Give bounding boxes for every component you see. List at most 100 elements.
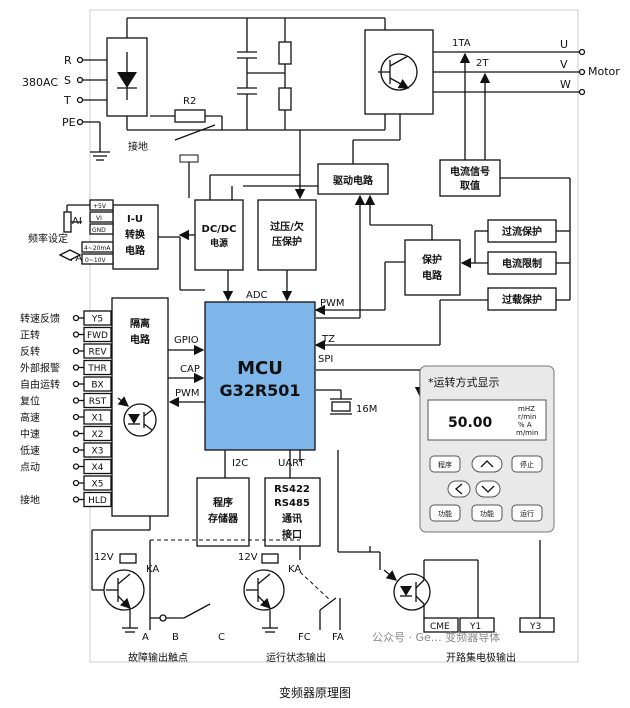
analog-input: AI 频率设定 PA +5V VI GND 4~20mA 0~10V [28,199,114,265]
relay2-ka: KA [288,564,301,575]
panel-screen [427,399,547,441]
pin-pa-range2: 0~10V [85,257,106,264]
relay1-pin-c: C [218,632,225,643]
digital-input-pin: X2 [92,430,104,440]
protect-line1: 保护 [421,253,442,266]
digital-input-label: 反转 [20,345,40,358]
spi-label: SPI [318,354,333,365]
panel-btn-stop[interactable] [511,455,543,473]
oc-caption: 开路集电极输出 [446,651,516,664]
panel-btn-program[interactable] [429,455,461,473]
bus-resistor-bottom [278,87,292,111]
current-signal-block [439,159,501,197]
digital-input-label: 中速 [20,428,40,441]
ct1-label: 1TA [452,38,471,49]
digital-input-terminal [72,347,80,355]
open-collector-output: CME Y1 Y3 开路集电极输出 [299,450,555,664]
gpio-label: GPIO [174,335,199,346]
digital-input-pin: X3 [92,447,104,457]
watermark-text: 公众号 · Ge… 变频器导体 [372,630,500,644]
phase-s-label: S [64,74,71,87]
overcurrent-protect-label: 过流保护 [502,225,542,238]
i2c-label: I2C [232,458,248,469]
panel-btn-func1[interactable] [429,504,461,522]
current-limit-label: 电流限制 [502,257,542,270]
iu-convert-block [112,204,159,270]
digital-input-pin-box [83,491,112,508]
pin-gnd: GND [92,227,106,234]
digital-input-pin-box [83,376,112,392]
digital-input-row: 反转 REV [20,343,112,359]
motor-v-label: V [560,58,568,71]
digital-input-label: 自由运转 [20,378,60,391]
left-arrow-icon [454,483,463,495]
digital-input-terminal [72,314,80,322]
digital-input-pin: HLD [88,496,107,506]
digital-input-terminal [72,496,80,503]
digital-input-pin: RST [89,397,107,407]
iu-line3: 电路 [125,244,146,257]
relay2-voltage: 12V [238,552,258,563]
panel-unit-3: % A [518,421,532,429]
digital-input-pin-box [83,359,112,376]
drive-circuit-label: 驱动电路 [333,174,374,187]
overload-protect-label: 过载保护 [502,293,542,306]
digital-input-pin: REV [88,348,107,358]
rectifier-diode-icon [117,72,137,88]
panel-btn-program-label: 程序 [438,460,452,469]
panel-unit-4: m/min [516,429,538,437]
digital-input-pin-box [83,343,112,359]
figure-caption: 变频器原理图 [279,685,351,700]
phase-r-label: R [64,54,72,67]
digital-input-pin: X5 [92,480,104,490]
pa-source-icon [58,249,82,261]
current-signal-line2: 取值 [460,179,480,192]
digital-input-terminal [72,446,80,454]
relay1-transistor-icon [103,569,145,611]
digital-input-pin-box [83,442,112,458]
comm-line4: 接口 [282,528,302,541]
bus-resistor-top [278,41,292,65]
digital-input-terminal [72,430,80,437]
digital-input-label: 转速反馈 [20,312,60,325]
digital-input-pin: X4 [92,463,104,473]
digital-input-terminal [72,397,80,404]
digital-input-pin-box [83,475,112,491]
digital-input-pin-box [83,310,112,326]
digital-input-pin-box [83,392,112,409]
isolation-line1: 隔离 [130,317,150,330]
panel-btn-run-label: 运行 [520,509,534,518]
panel-btn-run[interactable] [511,504,543,522]
panel-btn-down[interactable] [475,480,501,498]
ground-text: 接地 [128,140,148,153]
digital-input-label: 低速 [20,444,40,457]
panel-title: *运转方式显示 [428,375,500,389]
adc-label: ADC [246,290,268,301]
uart-label: UART [278,458,305,469]
mcu-chip [204,301,316,451]
inverter: U V W Motor 1TA 2T [364,18,620,160]
pwm-top-label: PWM [320,298,345,309]
power-input: R S T 380AC R2 接地 PE [22,17,385,198]
digital-input-label: 正转 [20,329,40,342]
oc-pin-cme: CME [430,622,450,632]
dcdc-line1: DC/DC [202,224,237,235]
up-arrow-icon [480,460,494,468]
panel-btn-up[interactable] [471,455,503,473]
program-memory-line2: 存储器 [208,512,239,525]
digital-input-pin: THR [87,364,107,374]
digital-input-terminal [72,413,80,421]
display-panel: *运转方式显示 50.00 mHZ r/min % A m/min 程序 停止 … [419,365,555,533]
mcu-model: G32R501 [219,381,300,400]
relay1-ka: KA [146,564,159,575]
digital-input-row: 中速 X2 [20,425,112,442]
panel-btn-func2[interactable] [471,504,503,522]
digital-input-label: 高速 [20,411,40,424]
digital-input-row: X5 [72,475,112,491]
dcdc-line2: 电源 [210,237,228,249]
panel-btn-left[interactable] [447,480,471,498]
